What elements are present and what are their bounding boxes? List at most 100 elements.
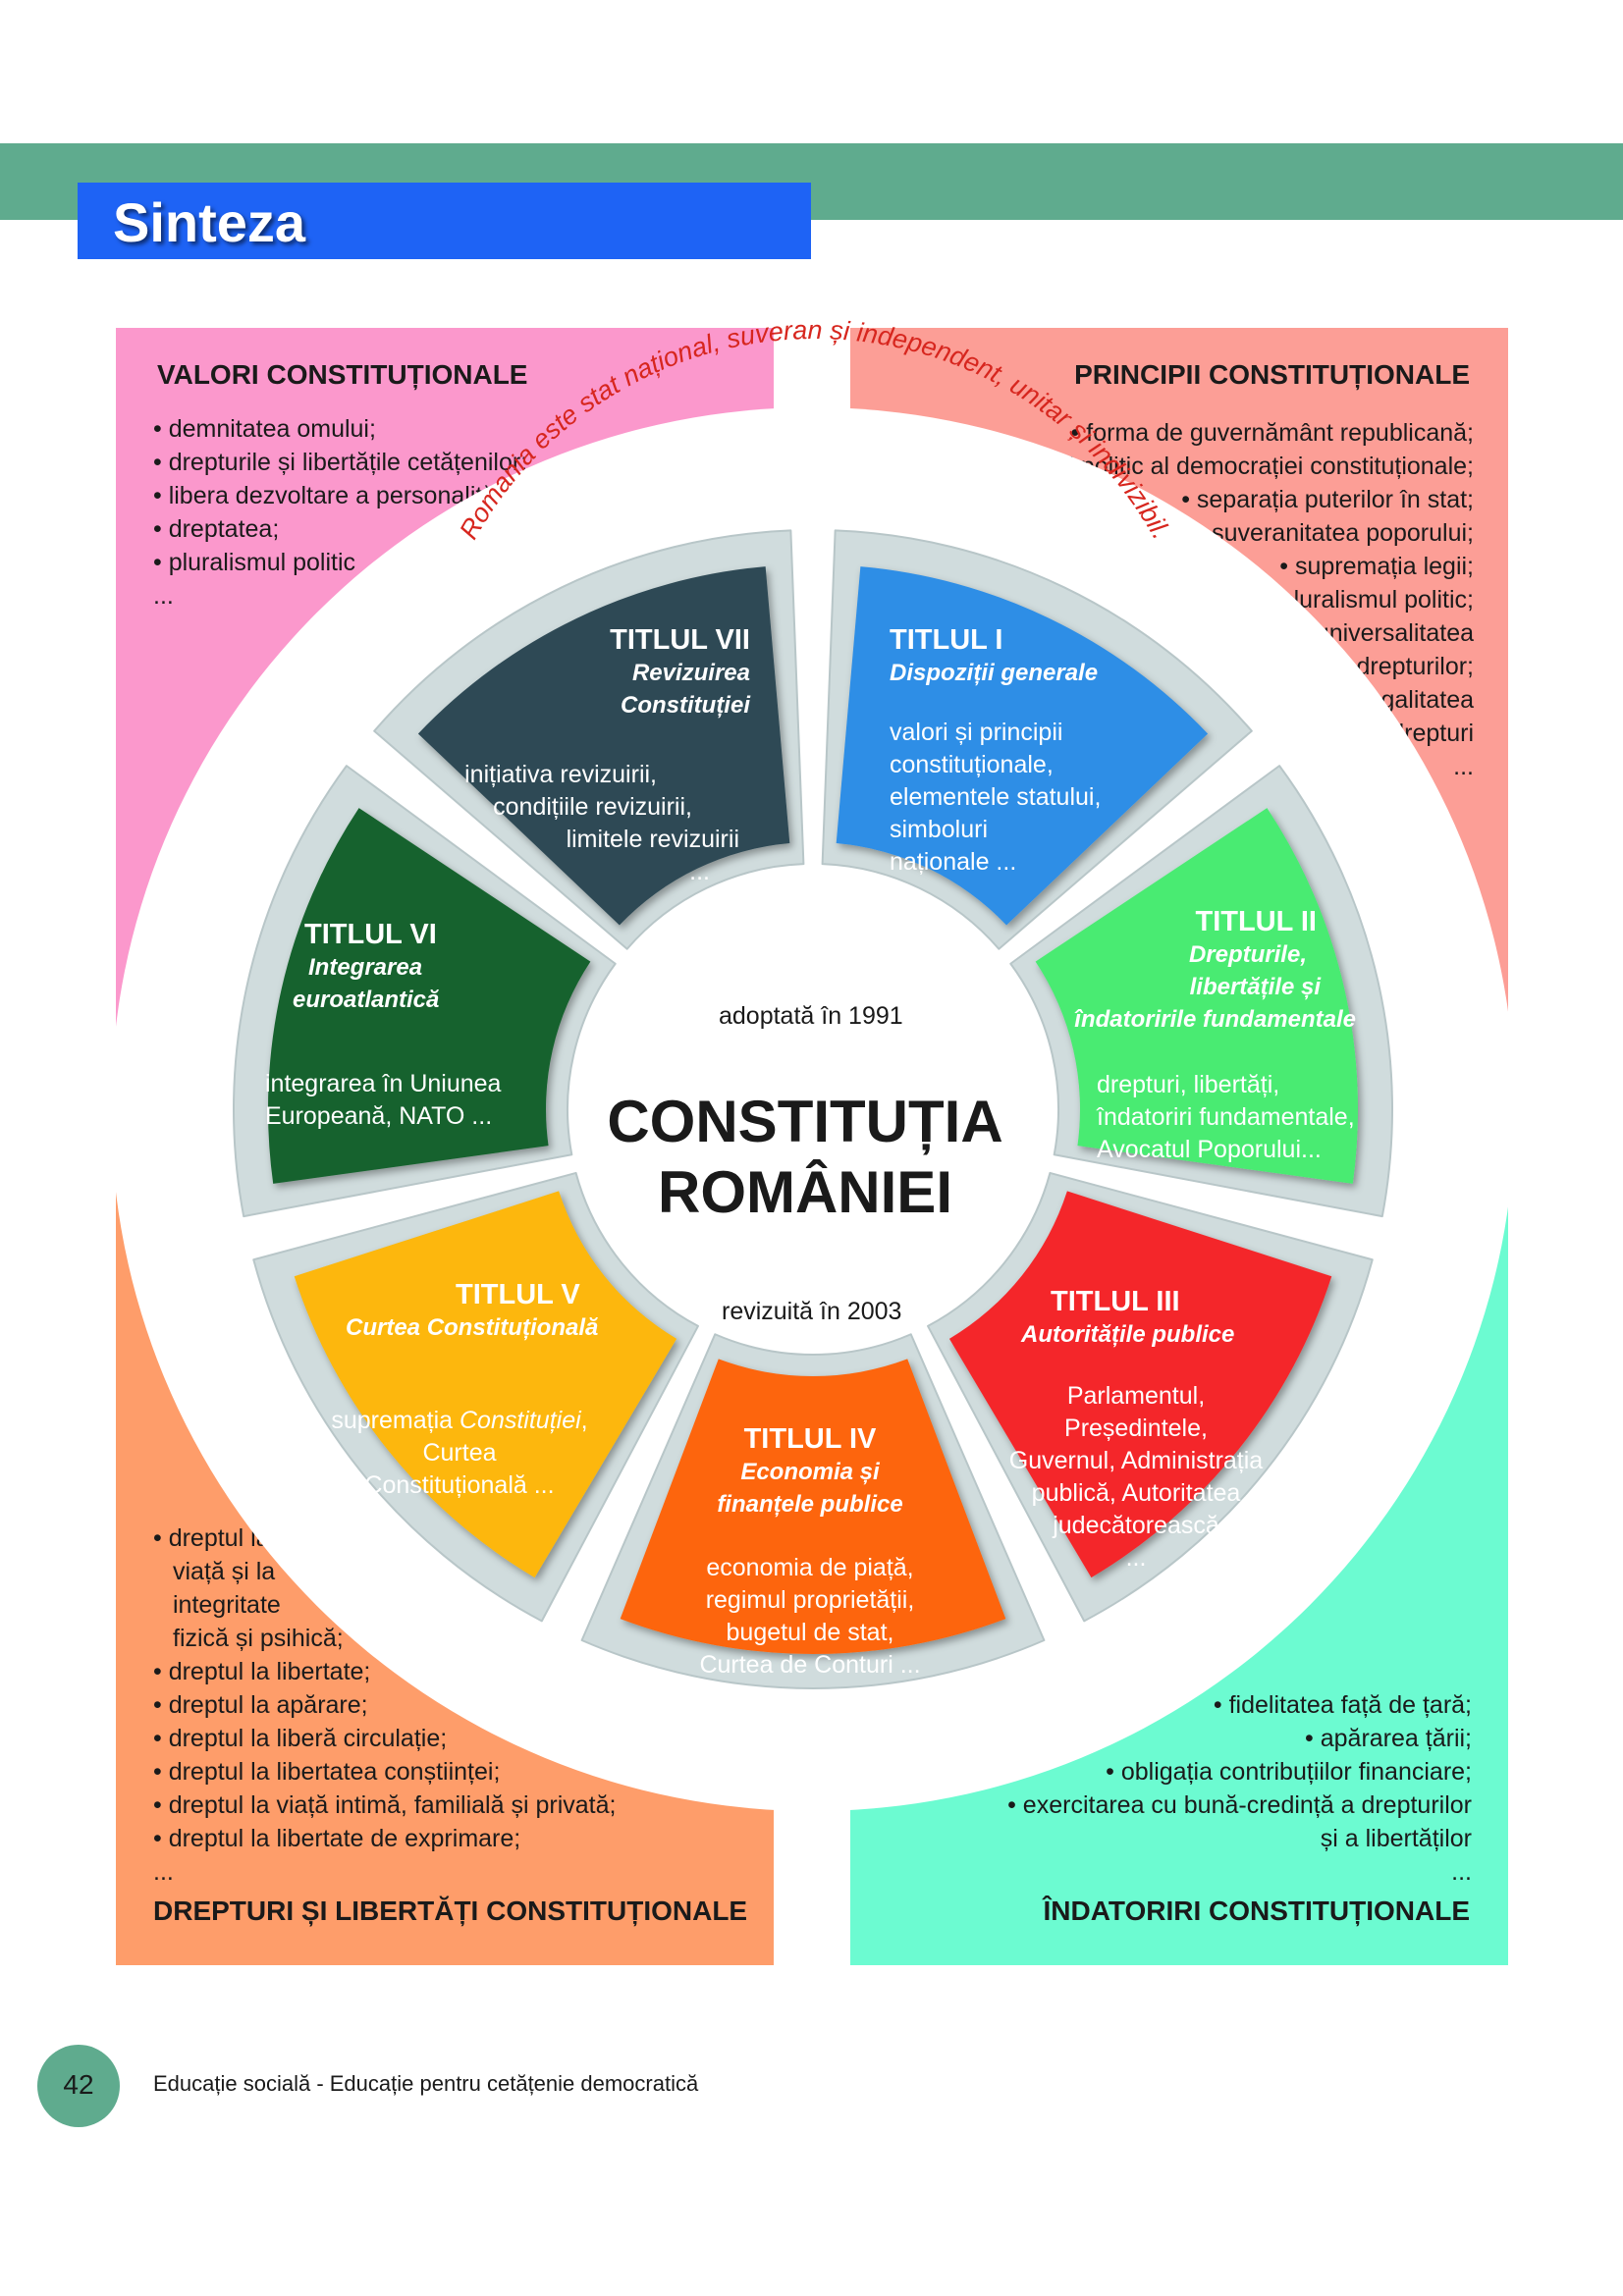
segment-subtitle: Economia și xyxy=(740,1459,880,1485)
segment-subtitle: Integrarea xyxy=(308,954,423,981)
color-segment-titlul-1 xyxy=(836,566,1209,926)
segment-subtitle: libertățile și xyxy=(1189,974,1321,1000)
principii-item: drepturilor; xyxy=(1356,653,1475,680)
drepturi-list: • dreptul la viață și la integritate fiz… xyxy=(153,1522,616,1889)
drepturi-item: • dreptul la libertate de exprimare; xyxy=(153,1825,521,1852)
segment-titlul-3: TITLUL III Autoritățile publice Parlamen… xyxy=(999,1286,1273,1575)
constitution-title-line1: CONSTITUȚIA xyxy=(607,1089,1003,1154)
segment-subtitle: Drepturile, xyxy=(1188,941,1307,968)
valori-item: • demnitatea omului; xyxy=(153,415,376,443)
constitution-title-line2: ROMÂNIEI xyxy=(658,1159,952,1225)
drepturi-item: • dreptul la libertatea conștiinței; xyxy=(153,1758,501,1786)
segment-subtitle: Autoritățile publice xyxy=(1021,1321,1235,1348)
segment-content-part: supremația xyxy=(331,1407,460,1434)
segment-content-line: Curtea xyxy=(422,1439,497,1467)
segment-titlul-1: TITLUL I Dispoziții generale valori și p… xyxy=(890,624,1101,879)
segment-titlul-6-content: integrarea în Uniunea Europeană, NATO ..… xyxy=(265,1068,501,1133)
segment-content-line: drepturi, libertăți, xyxy=(1097,1071,1280,1098)
section-title: Sinteza xyxy=(113,191,306,253)
drepturi-item: integritate xyxy=(173,1591,281,1619)
segment-content-line: îndatoriri fundamentale, xyxy=(1097,1103,1355,1131)
valori-item: • drepturile și libertățile cetățenilor; xyxy=(153,449,528,476)
segment-title: TITLUL V xyxy=(456,1279,580,1310)
color-segment-titlul-2 xyxy=(1035,808,1358,1184)
drepturi-item: viață și la xyxy=(173,1558,276,1585)
segment-content-line: Europeană, NATO ... xyxy=(265,1102,493,1130)
segment-content-line: Guvernul, Administrația xyxy=(1008,1447,1264,1474)
indatoriri-item: și a libertăților xyxy=(1320,1825,1472,1852)
segment-titlul-7: TITLUL VII Revizuirea Constituției xyxy=(610,624,750,721)
indatoriri-heading: ÎNDATORIRI CONSTITUȚIONALE xyxy=(1043,1896,1470,1926)
segment-subtitle: Curtea Constituțională xyxy=(346,1314,599,1341)
indatoriri-item: • exercitarea cu bună-credință a dreptur… xyxy=(1007,1791,1472,1819)
segment-title: TITLUL III xyxy=(1051,1286,1180,1317)
drepturi-heading: DREPTURI ȘI LIBERTĂȚI CONSTITUȚIONALE xyxy=(153,1896,748,1926)
segment-content-line: regimul proprietății, xyxy=(705,1586,915,1614)
principii-item: • suveranitatea poporului; xyxy=(1196,519,1474,547)
segment-content-line: Avocatul Poporului... xyxy=(1097,1136,1322,1163)
drepturi-item: ... xyxy=(153,1858,174,1886)
segment-title: TITLUL II xyxy=(1195,906,1317,937)
segment-titlul-5-content: supremația Constituției, Curtea Constitu… xyxy=(322,1405,597,1502)
segment-content-line: ... xyxy=(1125,1544,1147,1572)
segment-content-line: Curtea de Conturi ... xyxy=(699,1651,921,1679)
indatoriri-item: ... xyxy=(1451,1858,1472,1886)
segment-titlul-4: TITLUL IV Economia și finanțele publice … xyxy=(677,1423,943,1682)
segment-title: TITLUL IV xyxy=(743,1423,877,1455)
principii-item: • supremația legii; xyxy=(1279,553,1474,580)
drepturi-item: • dreptul la viață intimă, familială și … xyxy=(153,1791,617,1819)
drepturi-item: • dreptul la xyxy=(153,1524,270,1552)
segment-content-line: naționale ... xyxy=(890,848,1017,876)
segment-content-line: bugetul de stat, xyxy=(726,1619,894,1646)
valori-item: • dreptatea; xyxy=(153,515,280,543)
segment-titlul-7-content: inițiativa revizuirii, condițiile revizu… xyxy=(464,759,739,888)
segment-content-line: valori și principii xyxy=(890,719,1063,746)
segment-content-line: Constituțională ... xyxy=(364,1471,555,1499)
segment-content-line: supremația Constituției, xyxy=(322,1405,597,1437)
segment-content-line: publică, Autoritatea xyxy=(1031,1479,1241,1507)
constitution-title: CONSTITUȚIA ROMÂNIEI xyxy=(550,1087,1060,1228)
segment-subtitle: finanțele publice xyxy=(717,1491,903,1518)
segment-content-line: judecătorească xyxy=(1053,1512,1219,1539)
drepturi-item: fizică și psihică; xyxy=(173,1625,344,1652)
indatoriri-list: • fidelitatea față de țară; • apărarea ț… xyxy=(1007,1688,1472,1889)
drepturi-item: • dreptul la apărare; xyxy=(153,1691,368,1719)
valori-heading: VALORI CONSTITUȚIONALE xyxy=(157,359,528,390)
principii-item: ... xyxy=(1453,753,1474,780)
drepturi-item: • dreptul la liberă circulație; xyxy=(153,1725,448,1752)
drepturi-item: • dreptul la libertate; xyxy=(153,1658,371,1685)
adopted-label: adoptată în 1991 xyxy=(719,1002,903,1030)
segment-title: TITLUL I xyxy=(890,624,1003,656)
segment-content: economia de piață, regimul proprietății,… xyxy=(677,1552,943,1682)
section-title-box: Sinteza xyxy=(78,183,811,259)
color-segment-titlul-5 xyxy=(294,1191,677,1578)
segment-content-line: economia de piață, xyxy=(706,1554,914,1581)
indatoriri-item: • obligația contribuțiilor financiare; xyxy=(1106,1758,1472,1786)
segment-content-line: elementele statului, xyxy=(890,783,1102,811)
page-number-badge xyxy=(37,2045,120,2127)
color-segment-titlul-7 xyxy=(417,566,790,926)
segment-content-line: simboluri xyxy=(890,816,989,843)
segment-title: TITLUL VII xyxy=(610,624,750,656)
segment-content: Parlamentul, Președintele, Guvernul, Adm… xyxy=(999,1380,1273,1575)
segment-content-line: ... xyxy=(689,858,710,885)
wheel-color-segments xyxy=(268,566,1358,1654)
segment-titlul-2: TITLUL II Drepturile, libertățile și înd… xyxy=(1074,906,1356,1036)
valori-item: ... xyxy=(153,582,174,610)
segment-content-part: , xyxy=(580,1407,588,1434)
valori-item: • pluralismul politic xyxy=(153,549,356,576)
segment-content-part-italic: Constituției xyxy=(460,1407,581,1434)
indatoriri-item: • fidelitatea față de țară; xyxy=(1213,1691,1472,1719)
segment-subtitle: îndatoririle fundamentale xyxy=(1074,1006,1356,1033)
color-segment-titlul-3 xyxy=(948,1191,1332,1578)
color-segment-titlul-6 xyxy=(268,808,591,1184)
segment-content: valori și principii constituționale, ele… xyxy=(890,717,1101,879)
segment-content-line: constituționale, xyxy=(890,751,1054,778)
page-number: 42 xyxy=(63,2069,94,2100)
segment-subtitle: Dispoziții generale xyxy=(890,660,1099,686)
principii-item: • forma de guvernământ republicană; xyxy=(1070,419,1474,447)
principii-item: • separația puterilor în stat; xyxy=(1181,486,1474,513)
segment-subtitle: Constituției xyxy=(621,692,750,719)
segment-titlul-5: TITLUL V Curtea Constituțională xyxy=(340,1279,605,1344)
